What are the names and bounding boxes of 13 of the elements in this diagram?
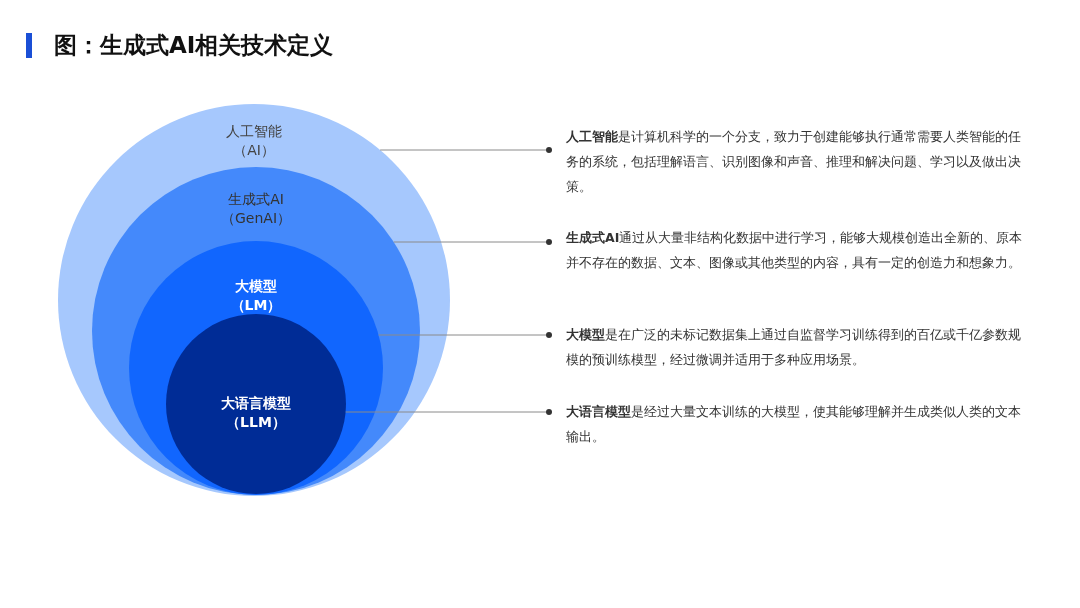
description-text: 大语言模型是经过大量文本训练的大模型，使其能够理解并生成类似人类的文本输出。 <box>548 399 1024 449</box>
leader-line <box>379 147 552 153</box>
leader-line <box>393 239 552 245</box>
description-text: 大模型是在广泛的未标记数据集上通过自监督学习训练得到的百亿或千亿参数规模的预训练模型，经过微调并适用于多种应用场景。 <box>548 322 1024 372</box>
circle-label: 人工智能 （AI） <box>226 122 282 160</box>
description-text: 生成式AI通过从大量非结构化数据中进行学习，能够大规模创造出全新的、原本并不存在的数据、文本、图像或其他类型的内容，具有一定的创造力和想象力。 <box>548 225 1024 275</box>
leader-line <box>378 332 552 338</box>
circle-label: 生成式AI （GenAI） <box>221 190 291 228</box>
circle-label: 大模型 （LM） <box>230 277 282 315</box>
leader-line <box>345 409 552 415</box>
title: 图：生成式AI相关技术定义 <box>54 31 334 60</box>
description-text: 人工智能是计算机科学的一个分支，致力于创建能够执行通常需要人类智能的任务的系统，包括理解语言、识别图像和声音、推理和解决问题、学习以及做出决策。 <box>548 124 1024 199</box>
circle-label: 大语言模型 （LLM） <box>221 394 291 432</box>
